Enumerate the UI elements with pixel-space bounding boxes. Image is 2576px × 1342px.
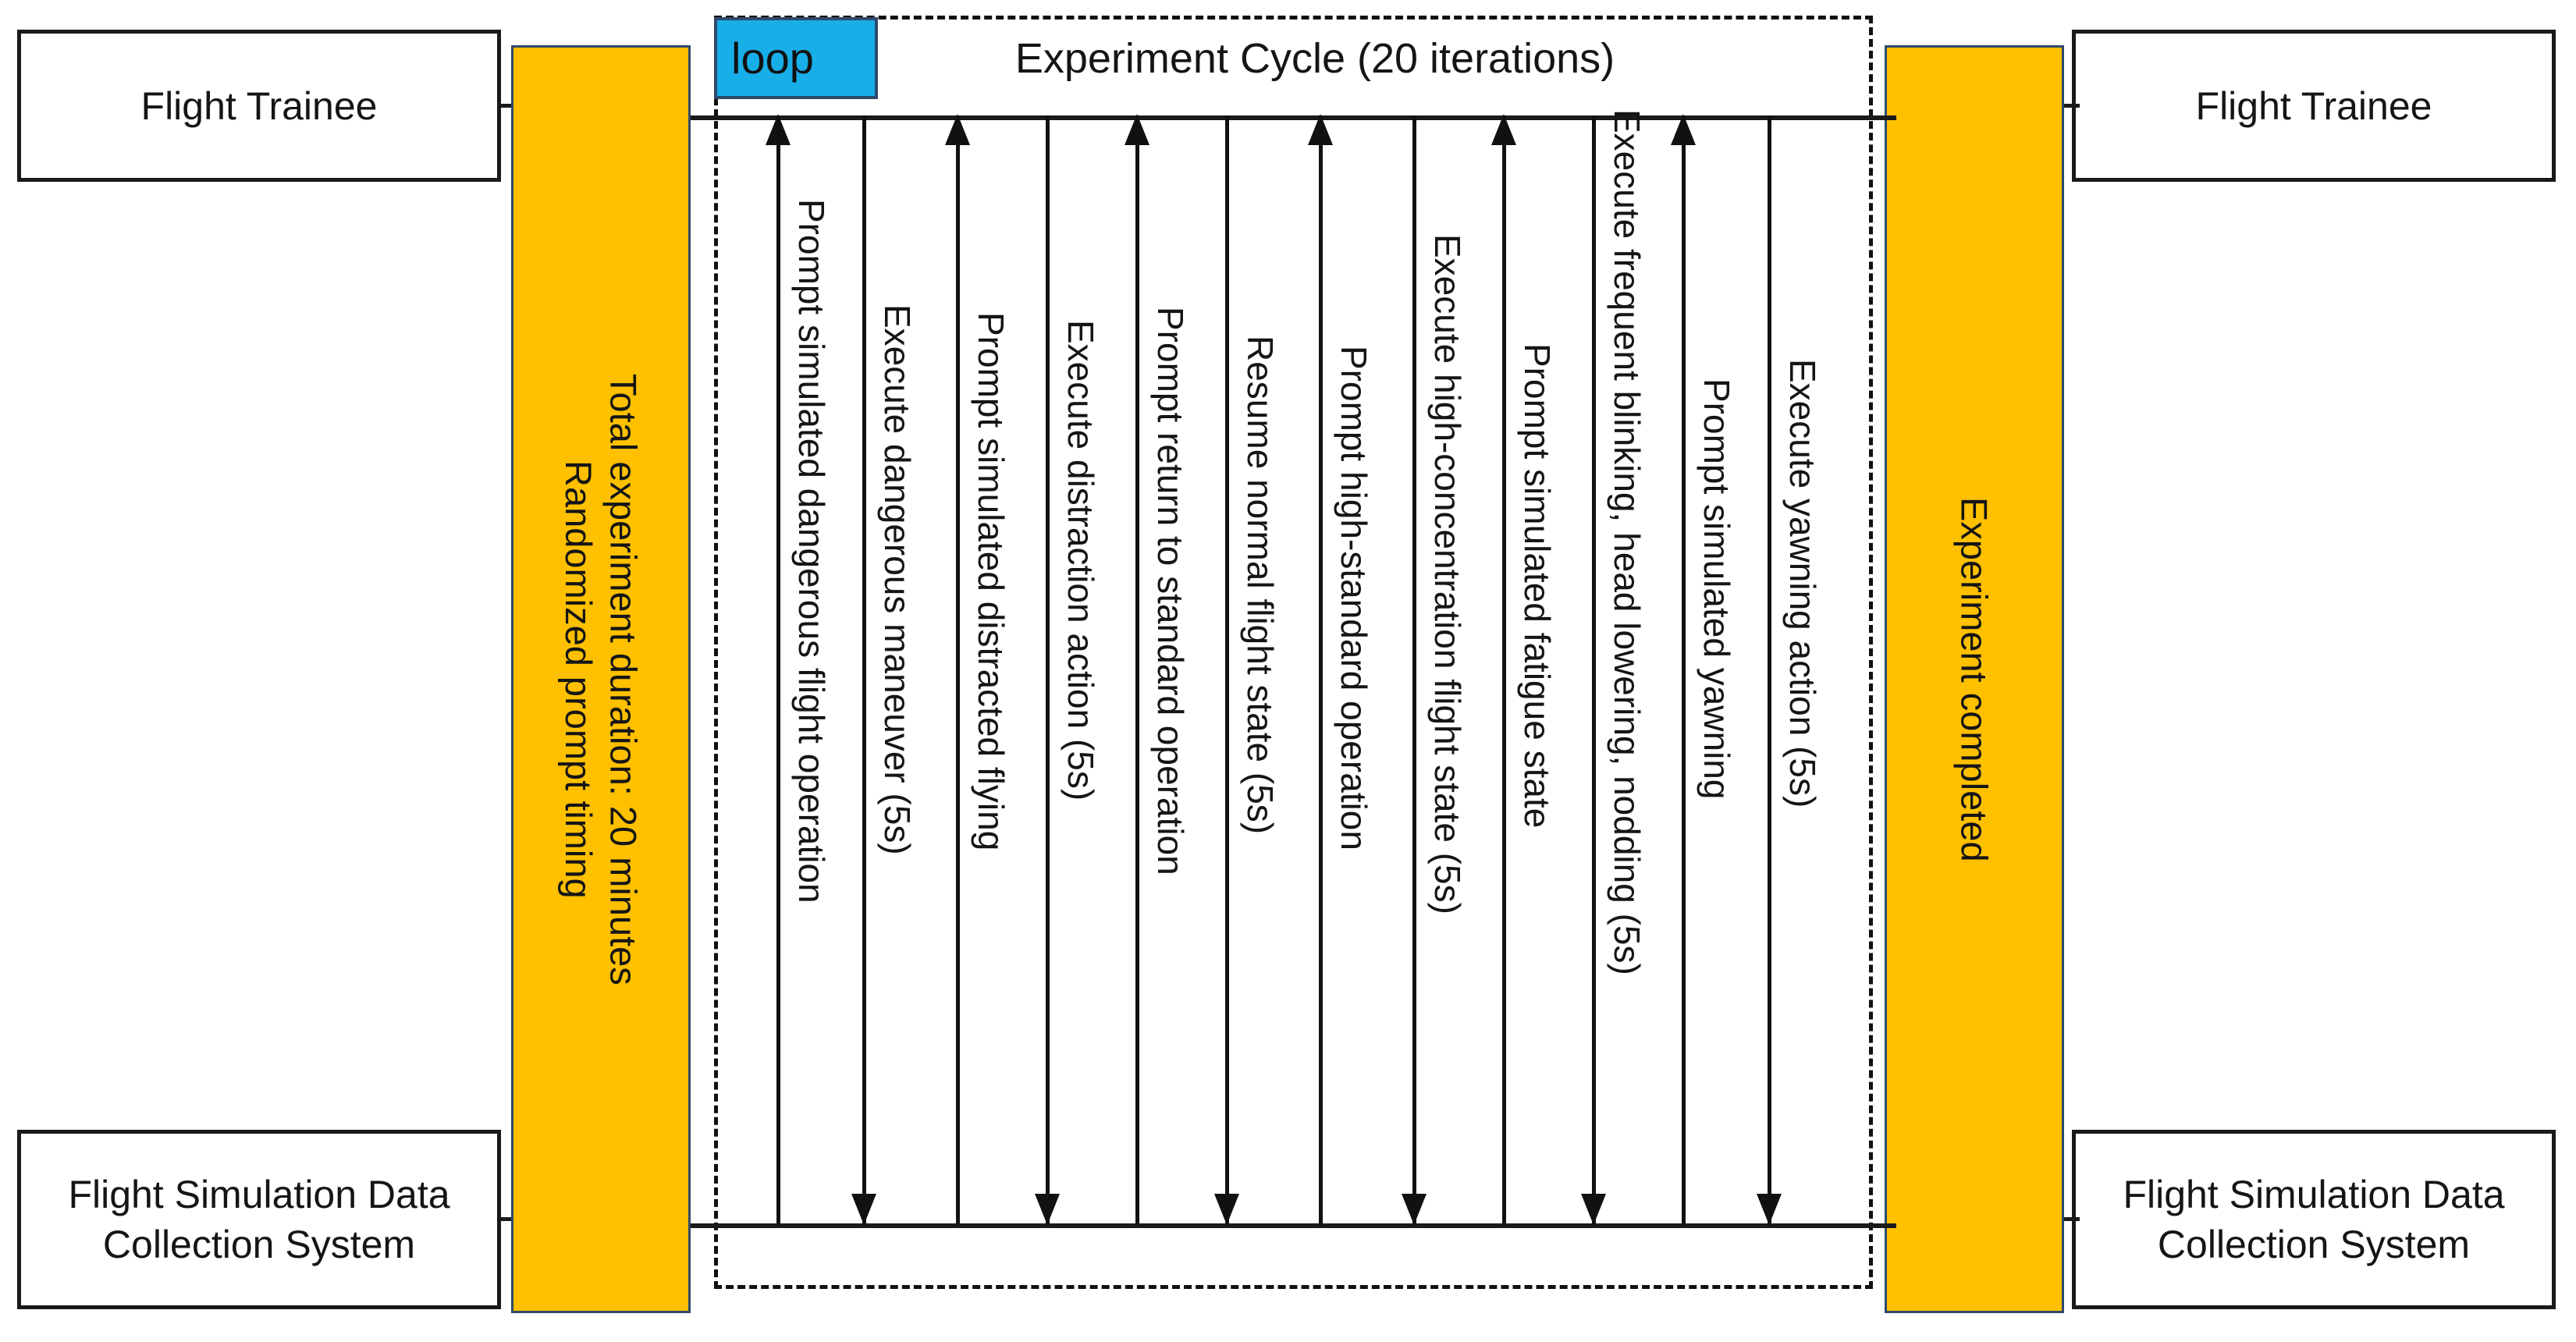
arrowhead-down-icon [1214, 1194, 1239, 1225]
message-label-10: Execute frequent blinking, head lowering… [1607, 109, 1647, 975]
message-shaft [1046, 115, 1050, 1223]
actor-box-flight-trainee-left[interactable]: Flight Trainee [17, 30, 501, 182]
arrowhead-up-icon [1671, 114, 1696, 145]
message-shaft [1682, 115, 1686, 1223]
arrowhead-down-icon [1757, 1194, 1782, 1225]
arrowhead-down-icon [1581, 1194, 1606, 1225]
loop-tag: loop [714, 17, 878, 99]
message-label-3: Prompt simulated distracted flying [971, 312, 1011, 851]
actor-box-flight-simulation-system-right[interactable]: Flight Simulation Data Collection System [2072, 1130, 2556, 1309]
message-rail-top [691, 115, 1896, 120]
message-label-11: Prompt simulated yawning [1697, 378, 1737, 800]
arrowhead-down-icon [1402, 1194, 1427, 1225]
activation-left-label: Total experiment duration: 20 minutes Ra… [558, 373, 645, 985]
arrowhead-down-icon [1035, 1194, 1060, 1225]
message-label-1: Prompt simulated dangerous flight operat… [791, 199, 832, 904]
activation-bar-left: Total experiment duration: 20 minutes Ra… [511, 45, 691, 1313]
lifeline-stub-system-right [2060, 1217, 2080, 1221]
message-label-8: Execute high-concentration flight state … [1427, 234, 1468, 914]
activation-right-label: Experiment completed [1953, 496, 1995, 862]
actor-box-flight-simulation-system-left[interactable]: Flight Simulation Data Collection System [17, 1130, 501, 1309]
arrowhead-down-icon [851, 1194, 876, 1225]
actor-box-flight-trainee-right[interactable]: Flight Trainee [2072, 30, 2556, 182]
message-label-6: Resume normal flight state (5s) [1240, 336, 1281, 835]
lifeline-stub-trainee-left [499, 104, 519, 108]
message-shaft [862, 115, 866, 1223]
actor-label: Flight Trainee [140, 83, 378, 128]
loop-fragment-title-label: Experiment Cycle (20 iterations) [1014, 34, 1615, 82]
message-shaft [1225, 115, 1229, 1223]
message-shaft [1412, 115, 1416, 1223]
arrowhead-up-icon [945, 114, 970, 145]
loop-fragment-frame [714, 16, 1873, 1289]
message-shaft [776, 115, 780, 1223]
arrowhead-up-icon [766, 114, 791, 145]
message-label-7: Prompt high-standard operation [1334, 346, 1374, 850]
activation-bar-right: Experiment completed [1885, 45, 2064, 1313]
message-shaft [956, 115, 960, 1223]
message-shaft [1592, 115, 1596, 1223]
message-shaft [1135, 115, 1139, 1223]
message-label-5: Prompt return to standard operation [1150, 307, 1191, 875]
lifeline-stub-trainee-right [2060, 104, 2080, 108]
arrowhead-up-icon [1125, 114, 1149, 145]
arrowhead-up-icon [1491, 114, 1516, 145]
message-shaft [1768, 115, 1771, 1223]
message-shaft [1319, 115, 1323, 1223]
loop-fragment-title: Experiment Cycle (20 iterations) [886, 17, 1744, 99]
actor-label: Flight Simulation Data Collection System [2123, 1173, 2505, 1266]
actor-label: Flight Trainee [2195, 83, 2432, 128]
arrowhead-up-icon [1308, 114, 1333, 145]
loop-tag-label: loop [731, 34, 814, 83]
message-shaft [1502, 115, 1506, 1223]
actor-label: Flight Simulation Data Collection System [68, 1173, 450, 1266]
lifeline-stub-system-left [499, 1217, 519, 1221]
message-label-4: Execute distraction action (5s) [1061, 320, 1101, 801]
message-label-12: Execute yawning action (5s) [1782, 359, 1823, 808]
message-label-2: Execute dangerous maneuver (5s) [877, 304, 918, 855]
message-label-9: Prompt simulated fatigue state [1517, 343, 1558, 829]
message-rail-bottom [691, 1223, 1896, 1228]
